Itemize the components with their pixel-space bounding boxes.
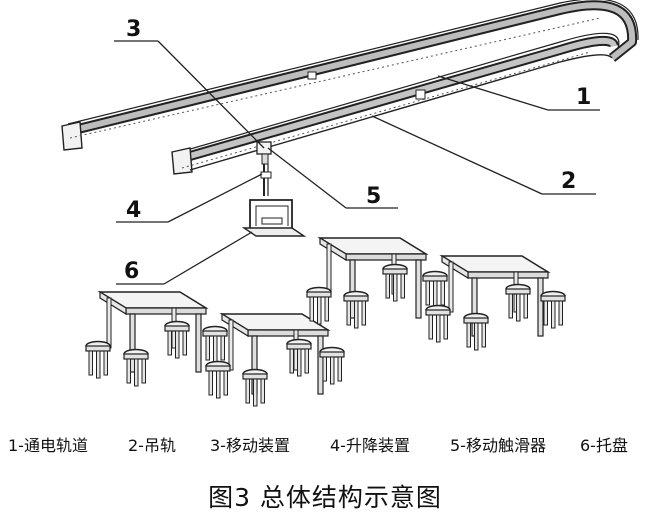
power-rail: [61, 0, 639, 151]
legend-item-power-rail: 1-通电轨道: [8, 436, 88, 455]
callout-6: 6: [124, 259, 139, 284]
legend-item-moving-device: 3-移动装置: [210, 436, 290, 455]
callout-3: 3: [126, 17, 141, 42]
figure-caption: 图3 总体结构示意图: [208, 483, 442, 512]
callout-1: 1: [576, 85, 591, 110]
callout-2: 2: [561, 169, 576, 194]
lifting-device: [260, 164, 272, 196]
callout-5: 5: [366, 184, 381, 209]
tray: [241, 199, 307, 237]
moving-device: [256, 141, 272, 165]
legend: 1-通电轨道 2-吊轨 3-移动装置 4-升降装置 5-移动触滑器 6-托盘: [0, 432, 650, 458]
legend-item-hanging-rail: 2-吊轨: [128, 436, 176, 455]
callout-4: 4: [126, 198, 141, 223]
legend-item-lifting-device: 4-升降装置: [330, 436, 410, 455]
legend-item-moving-slider: 5-移动触滑器: [450, 436, 546, 455]
hanging-rail: [171, 32, 620, 175]
leader-lines: [114, 40, 600, 285]
legend-item-tray: 6-托盘: [580, 436, 628, 455]
